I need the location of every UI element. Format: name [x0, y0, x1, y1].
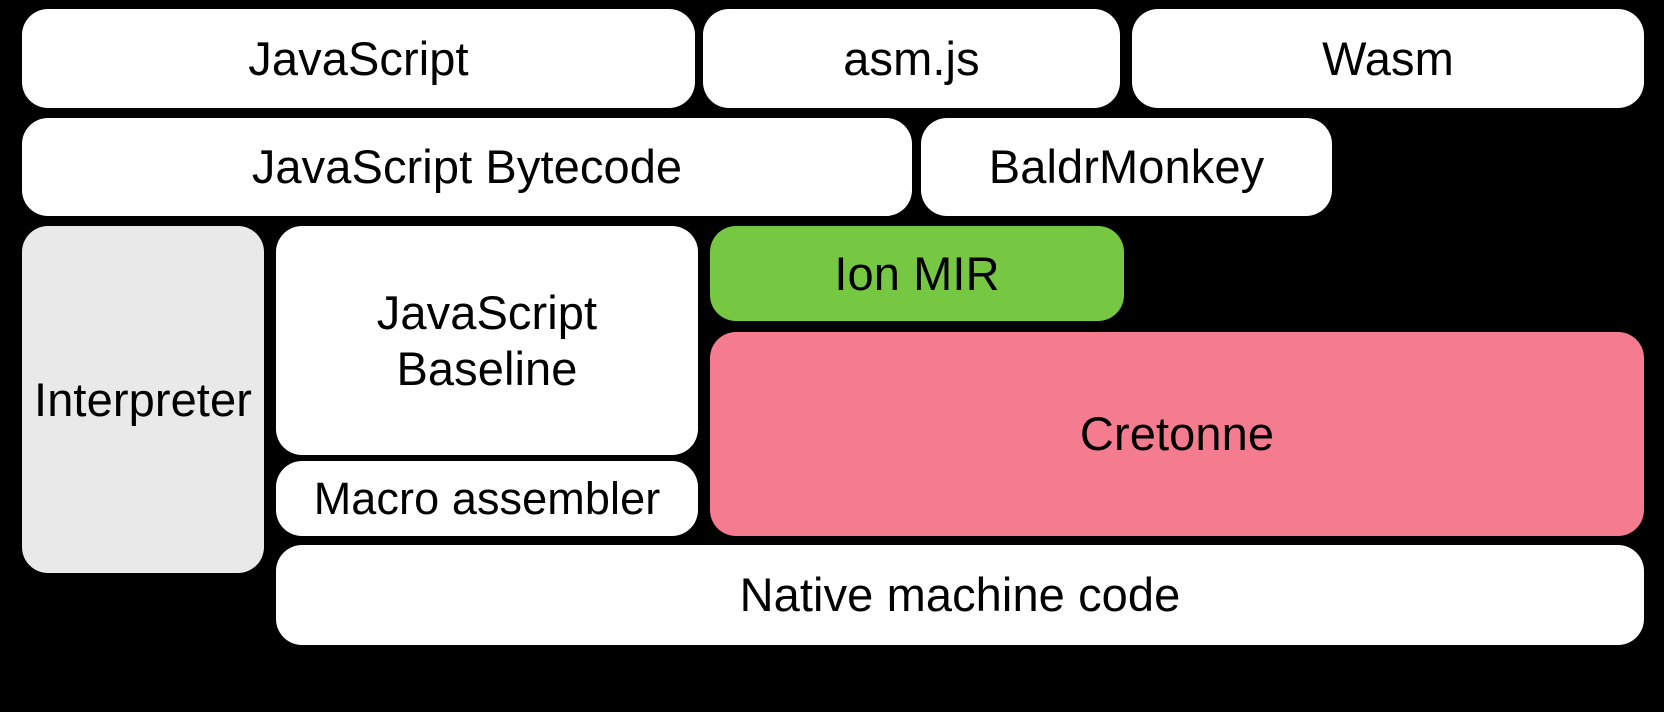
box-native-machine-code: Native machine code — [276, 545, 1644, 645]
box-javascript: JavaScript — [22, 9, 695, 108]
box-cretonne: Cretonne — [710, 332, 1644, 536]
box-javascript-bytecode: JavaScript Bytecode — [22, 118, 912, 216]
box-interpreter: Interpreter — [22, 226, 264, 573]
box-wasm: Wasm — [1132, 9, 1644, 108]
box-ion-mir: Ion MIR — [710, 226, 1124, 321]
box-asmjs: asm.js — [703, 9, 1120, 108]
box-macro-assembler: Macro assembler — [276, 461, 698, 536]
box-javascript-baseline: JavaScript Baseline — [276, 226, 698, 455]
box-baldrmonkey: BaldrMonkey — [921, 118, 1332, 216]
